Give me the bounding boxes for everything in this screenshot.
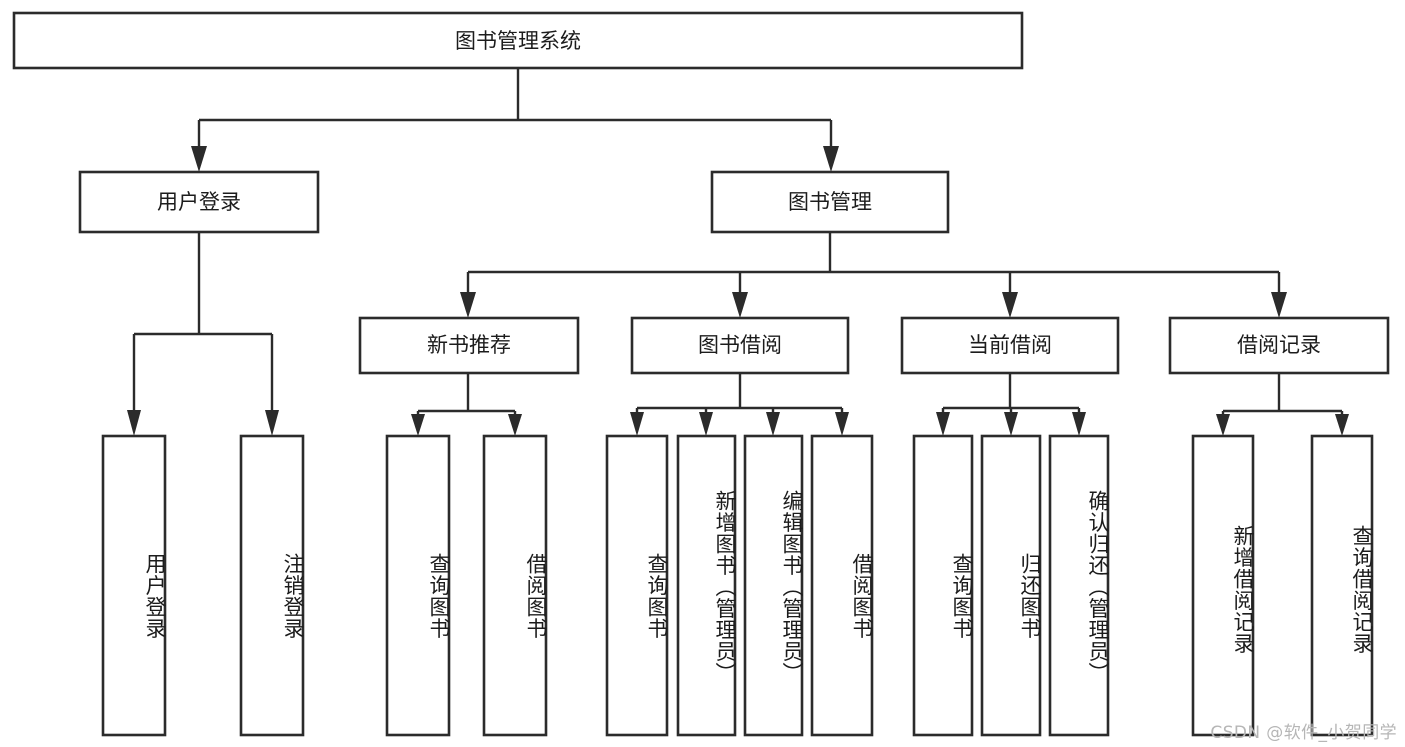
node-book-borrow-label: 图书借阅 (698, 333, 782, 357)
node-leaf-query-book-borrow-rect[interactable] (605, 434, 669, 737)
arrow-head-leaf-add-book-admin (699, 412, 713, 436)
node-leaf-logout-rect[interactable] (239, 434, 305, 737)
node-book-management-label: 图书管理 (788, 190, 872, 214)
arrow-head-new-book-recommend (460, 292, 476, 318)
node-user-login[interactable]: 用户登录 (78, 170, 320, 234)
node-book-management-rect[interactable] (710, 170, 950, 234)
node-leaf-add-borrow-record-rect[interactable] (1191, 434, 1255, 737)
arrow-head-leaf-edit-book-admin (766, 412, 780, 436)
arrow-head-current-borrow (1002, 292, 1018, 318)
connector-root-to-level2 (191, 68, 839, 172)
node-leaf-query-book-current-rect[interactable] (912, 434, 974, 737)
connector-book-borrow-to-leaves (630, 373, 849, 436)
arrow-head-leaf-query-book-current (936, 412, 950, 436)
arrow-head-book-management (823, 146, 839, 172)
arrow-head-leaf-query-book-recommend (411, 414, 425, 436)
arrow-head-leaf-user-login (127, 410, 141, 436)
node-book-borrow[interactable]: 图书借阅 (630, 316, 850, 375)
arrow-head-leaf-return-book (1004, 412, 1018, 436)
leaf-boxes (101, 434, 1374, 737)
node-leaf-edit-book-admin-rect[interactable] (743, 434, 804, 737)
node-leaf-query-borrow-record-rect[interactable] (1310, 434, 1374, 737)
node-leaf-borrow-book-recommend-rect[interactable] (482, 434, 548, 737)
csdn-watermark: CSDN @软件_小贺同学 (1210, 723, 1397, 743)
arrow-head-user-login (191, 146, 207, 172)
node-user-login-label: 用户登录 (157, 190, 241, 214)
node-borrow-record-rect[interactable] (1168, 316, 1390, 375)
connector-new-book-recommend-to-leaves (411, 373, 522, 436)
node-leaf-borrow-book-rect[interactable] (810, 434, 874, 737)
node-root-rect[interactable] (12, 11, 1024, 70)
connector-user-login-to-leaves (127, 232, 279, 436)
arrow-head-leaf-add-borrow-record (1216, 414, 1230, 436)
node-root[interactable]: 图书管理系统 (12, 11, 1024, 70)
arrow-head-leaf-query-book-borrow (630, 412, 644, 436)
arrow-head-book-borrow (732, 292, 748, 318)
node-borrow-record-label: 借阅记录 (1237, 333, 1321, 357)
connector-current-borrow-to-leaves (936, 373, 1086, 436)
arrow-head-leaf-confirm-return-admin (1072, 412, 1086, 436)
node-user-login-rect[interactable] (78, 170, 320, 234)
node-book-borrow-rect[interactable] (630, 316, 850, 375)
node-new-book-recommend-rect[interactable] (358, 316, 580, 375)
arrow-head-leaf-logout (265, 410, 279, 436)
arrow-head-borrow-record (1271, 292, 1287, 318)
node-leaf-user-login-rect[interactable] (101, 434, 167, 737)
arrow-head-leaf-borrow-book (835, 412, 849, 436)
node-leaf-confirm-return-admin-rect[interactable] (1048, 434, 1110, 737)
arrow-head-leaf-borrow-book-recommend (508, 414, 522, 436)
node-borrow-record[interactable]: 借阅记录 (1168, 316, 1390, 375)
node-current-borrow[interactable]: 当前借阅 (900, 316, 1120, 375)
node-current-borrow-rect[interactable] (900, 316, 1120, 375)
node-leaf-add-book-admin-rect[interactable] (676, 434, 737, 737)
node-leaf-query-book-recommend-rect[interactable] (385, 434, 451, 737)
node-book-management[interactable]: 图书管理 (710, 170, 950, 234)
node-root-label: 图书管理系统 (455, 29, 581, 53)
node-new-book-recommend-label: 新书推荐 (427, 333, 511, 357)
node-current-borrow-label: 当前借阅 (968, 333, 1052, 357)
connector-borrow-record-to-leaves (1216, 373, 1349, 436)
node-new-book-recommend[interactable]: 新书推荐 (358, 316, 580, 375)
node-leaf-return-book-rect[interactable] (980, 434, 1042, 737)
arrow-head-leaf-query-borrow-record (1335, 414, 1349, 436)
connector-book-management-to-level3 (460, 232, 1287, 318)
